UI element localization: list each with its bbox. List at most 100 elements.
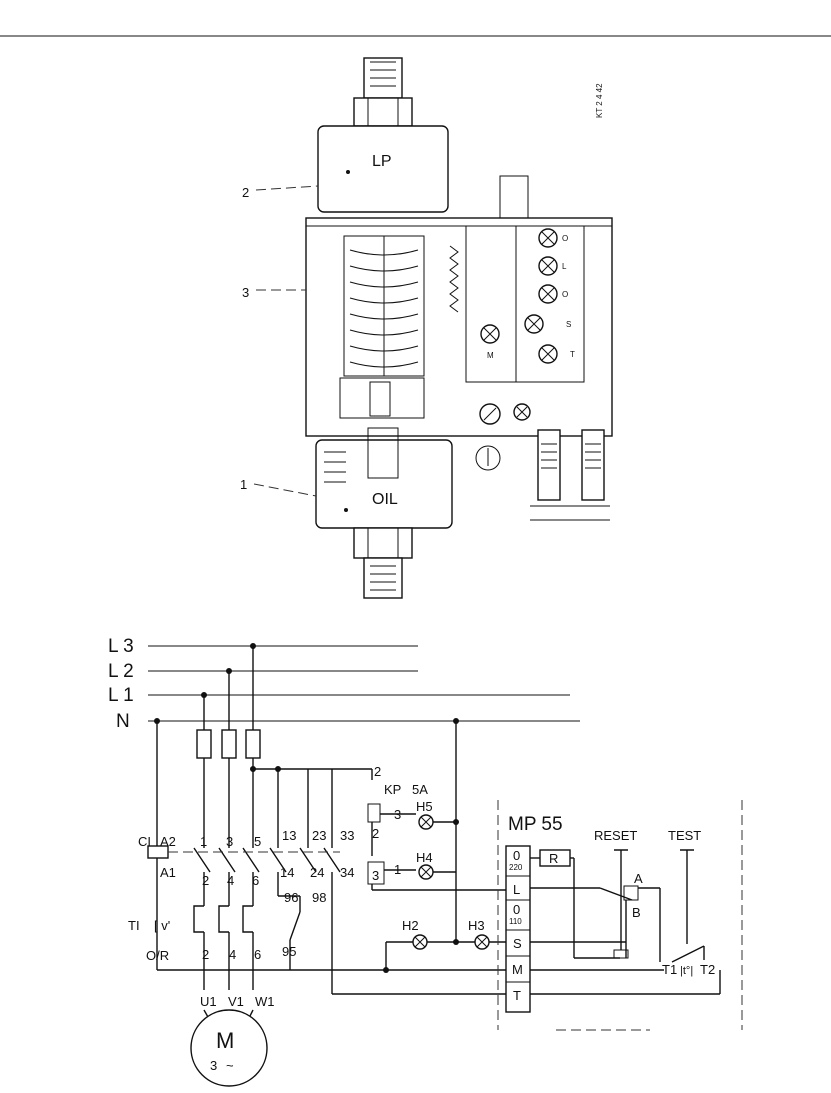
- ct-2: 2: [202, 873, 209, 888]
- line-n-label: N: [116, 711, 130, 732]
- kp-2: 2: [374, 764, 381, 779]
- term-label-l: L: [562, 262, 567, 271]
- term-label-t: T: [570, 350, 575, 359]
- motor-w1: W1: [255, 994, 275, 1009]
- test-button[interactable]: [680, 849, 694, 944]
- mp55-thermistor-symbol: |t°|: [680, 965, 693, 977]
- lp-label: LP: [372, 153, 392, 170]
- term-label-o1: O: [562, 234, 568, 243]
- contact-13-14: [269, 847, 287, 873]
- lp-housing: [317, 125, 449, 213]
- mp55-title: MP 55: [508, 814, 563, 835]
- contact-23-24: [299, 847, 317, 873]
- ct-33: 33: [340, 828, 354, 843]
- ct-5: 5: [254, 834, 261, 849]
- reset-knob: [475, 445, 501, 471]
- callout-2-leader: [255, 185, 319, 191]
- lamp-h2-label: H2: [402, 918, 419, 933]
- mp-term-m: M: [512, 962, 523, 977]
- ct-24: 24: [310, 865, 324, 880]
- ct-3: 3: [226, 834, 233, 849]
- motor-u1: U1: [200, 994, 217, 1009]
- bottom-connector-nut: [353, 527, 413, 559]
- ct-13: 13: [282, 828, 296, 843]
- switch-block: [339, 377, 425, 419]
- ol-6: 6: [254, 947, 261, 962]
- test-label[interactable]: TEST: [668, 828, 701, 843]
- bottom-connector-thread: [363, 557, 403, 599]
- wiring-schematic: L 3 L 2 L 1 N CI A2: [108, 636, 743, 1087]
- kp-rating: 5A: [412, 782, 428, 797]
- coil-ci-label: CI: [138, 834, 151, 849]
- mp-term-0b: 0: [513, 902, 520, 917]
- ct-23: 23: [312, 828, 326, 843]
- mp55-t2: T2: [700, 962, 715, 977]
- callout-2: 2: [242, 185, 249, 200]
- kp-block-2: [367, 861, 385, 885]
- term-label-o2: O: [562, 290, 568, 299]
- line-l1-label: L 1: [108, 685, 134, 706]
- mp-term-t: T: [513, 988, 521, 1003]
- term-label-m: M: [487, 351, 494, 360]
- mp55-b: B: [632, 905, 641, 920]
- motor-phase-label: 3: [210, 1058, 217, 1073]
- cable-gland-1: [537, 429, 561, 501]
- motor-ac-symbol: ~: [226, 1058, 234, 1073]
- contact-1-2: [193, 847, 211, 873]
- fuse-1: [196, 729, 212, 759]
- top-connector-nut: [353, 97, 413, 127]
- mp55-relay-contact: [599, 887, 633, 901]
- reset-button[interactable]: [614, 849, 628, 950]
- device-terminal-block: O L O S T M: [465, 225, 585, 383]
- lamp-h5-label: H5: [416, 799, 433, 814]
- fuse-2: [221, 729, 237, 759]
- mp55-r-label: R: [549, 851, 558, 866]
- overload-heaters: [193, 905, 253, 933]
- ct-4: 4: [227, 873, 234, 888]
- mp-term-0b-sub: 110: [509, 917, 522, 926]
- ct-1: 1: [200, 834, 207, 849]
- spring-assembly: [343, 235, 459, 377]
- term-label-s: S: [566, 320, 571, 329]
- oil-label: OIL: [372, 491, 398, 508]
- fuse-3: [245, 729, 261, 759]
- ol-4: 4: [229, 947, 236, 962]
- ol-96: 96: [284, 890, 298, 905]
- reset-label[interactable]: RESET: [594, 828, 637, 843]
- kp-block-1: [367, 803, 381, 823]
- kp-2b: 2: [372, 826, 379, 841]
- overload-aux-contact: [289, 911, 301, 941]
- ct-14: 14: [280, 865, 294, 880]
- cable-gland-2: [581, 429, 605, 501]
- ct-34: 34: [340, 865, 354, 880]
- side-text: KT 2 4 42: [595, 83, 604, 118]
- ol-2: 2: [202, 947, 209, 962]
- mp55-t1: T1: [662, 962, 677, 977]
- mp-term-s: S: [513, 936, 522, 951]
- overload-symbol: [ v': [154, 918, 170, 933]
- lamp-h4-label: H4: [416, 850, 433, 865]
- device-illustration: LP O L O S T M: [240, 57, 613, 599]
- test-contact: [671, 945, 705, 963]
- ol-95: 95: [282, 944, 296, 959]
- mp55-a: A: [634, 871, 643, 886]
- overload-ti-label: TI: [128, 918, 140, 933]
- kp-title: KP: [384, 782, 401, 797]
- motor: [190, 1009, 268, 1087]
- callout-3: 3: [242, 285, 249, 300]
- top-bracket: [499, 175, 529, 219]
- overload-or-label: O/R: [146, 948, 169, 963]
- mp-term-0a-sub: 220: [509, 863, 523, 872]
- line-l3-label: L 3: [108, 636, 134, 657]
- line-l2-label: L 2: [108, 661, 134, 682]
- ct-6: 6: [252, 873, 259, 888]
- coil-a2-label: A2: [160, 834, 176, 849]
- motor-m-label: M: [216, 1028, 234, 1053]
- callout-1-leader: [253, 483, 317, 497]
- motor-v1: V1: [228, 994, 244, 1009]
- mp-term-l: L: [513, 882, 520, 897]
- mp55-relay-box: [623, 885, 639, 901]
- mp55-terminal-strip: 0 220 L 0 110 S M T: [505, 845, 531, 1013]
- callout-1: 1: [240, 477, 247, 492]
